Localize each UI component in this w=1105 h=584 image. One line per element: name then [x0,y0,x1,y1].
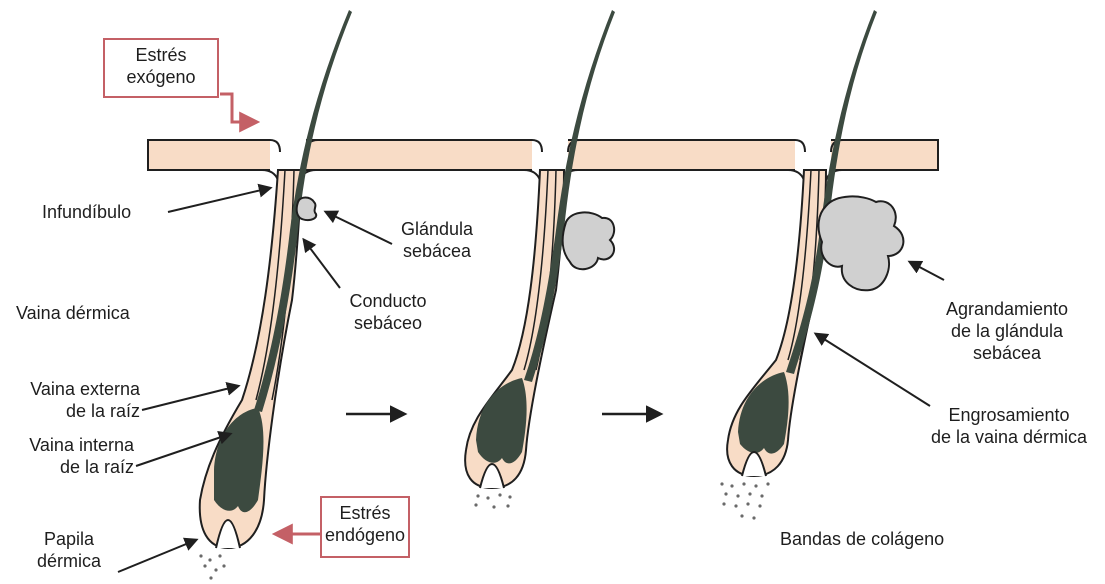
exogenous-stress-line-1: Estrés [105,44,217,66]
dermal-papilla-line-2: dérmica [24,550,114,572]
label-gland-enlargement: Agrandamiento de la glándula sebácea [932,298,1082,364]
exogenous-stress-box: Estrés exógeno [103,38,219,98]
sebaceous-gland-line-2: sebácea [388,240,486,262]
gland-enlargement-line-1: Agrandamiento [932,298,1082,320]
label-infundibulum: Infundíbulo [42,201,131,223]
label-collagen-bands: Bandas de colágeno [780,528,944,550]
follicle-intermediate [465,10,615,488]
endogenous-stress-line-2: endógeno [322,524,408,546]
label-dermal-papilla: Papila dérmica [24,528,114,572]
label-outer-root-sheath: Vaina externa de la raíz [0,378,140,422]
sebaceous-gland-line-1: Glándula [388,218,486,240]
outer-root-sheath-line-1: Vaina externa [0,378,140,400]
sebaceous-duct-line-2: sebáceo [338,312,438,334]
sebaceous-duct-line-1: Conducto [338,290,438,312]
follicle-miniaturized [727,10,903,476]
endogenous-stress-line-1: Estrés [322,502,408,524]
label-sebaceous-duct: Conducto sebáceo [338,290,438,334]
inner-root-sheath-line-2: de la raíz [0,456,134,478]
inner-root-sheath-line-1: Vaina interna [0,434,134,456]
exogenous-stress-arrow [220,94,256,122]
collagen-debris [199,482,769,579]
sheath-thickening-line-1: Engrosamiento [916,404,1102,426]
dermal-papilla-line-1: Papila [24,528,114,550]
exogenous-stress-line-2: exógeno [105,66,217,88]
label-inner-root-sheath: Vaina interna de la raíz [0,434,134,478]
label-dermal-sheath: Vaina dérmica [16,302,130,324]
label-sebaceous-gland: Glándula sebácea [388,218,486,262]
outer-root-sheath-line-2: de la raíz [0,400,140,422]
follicle-normal [200,10,352,548]
gland-enlargement-line-3: sebácea [932,342,1082,364]
gland-enlargement-line-2: de la glándula [932,320,1082,342]
sheath-thickening-line-2: de la vaina dérmica [916,426,1102,448]
endogenous-stress-box: Estrés endógeno [320,496,410,558]
label-sheath-thickening: Engrosamiento de la vaina dérmica [916,404,1102,448]
